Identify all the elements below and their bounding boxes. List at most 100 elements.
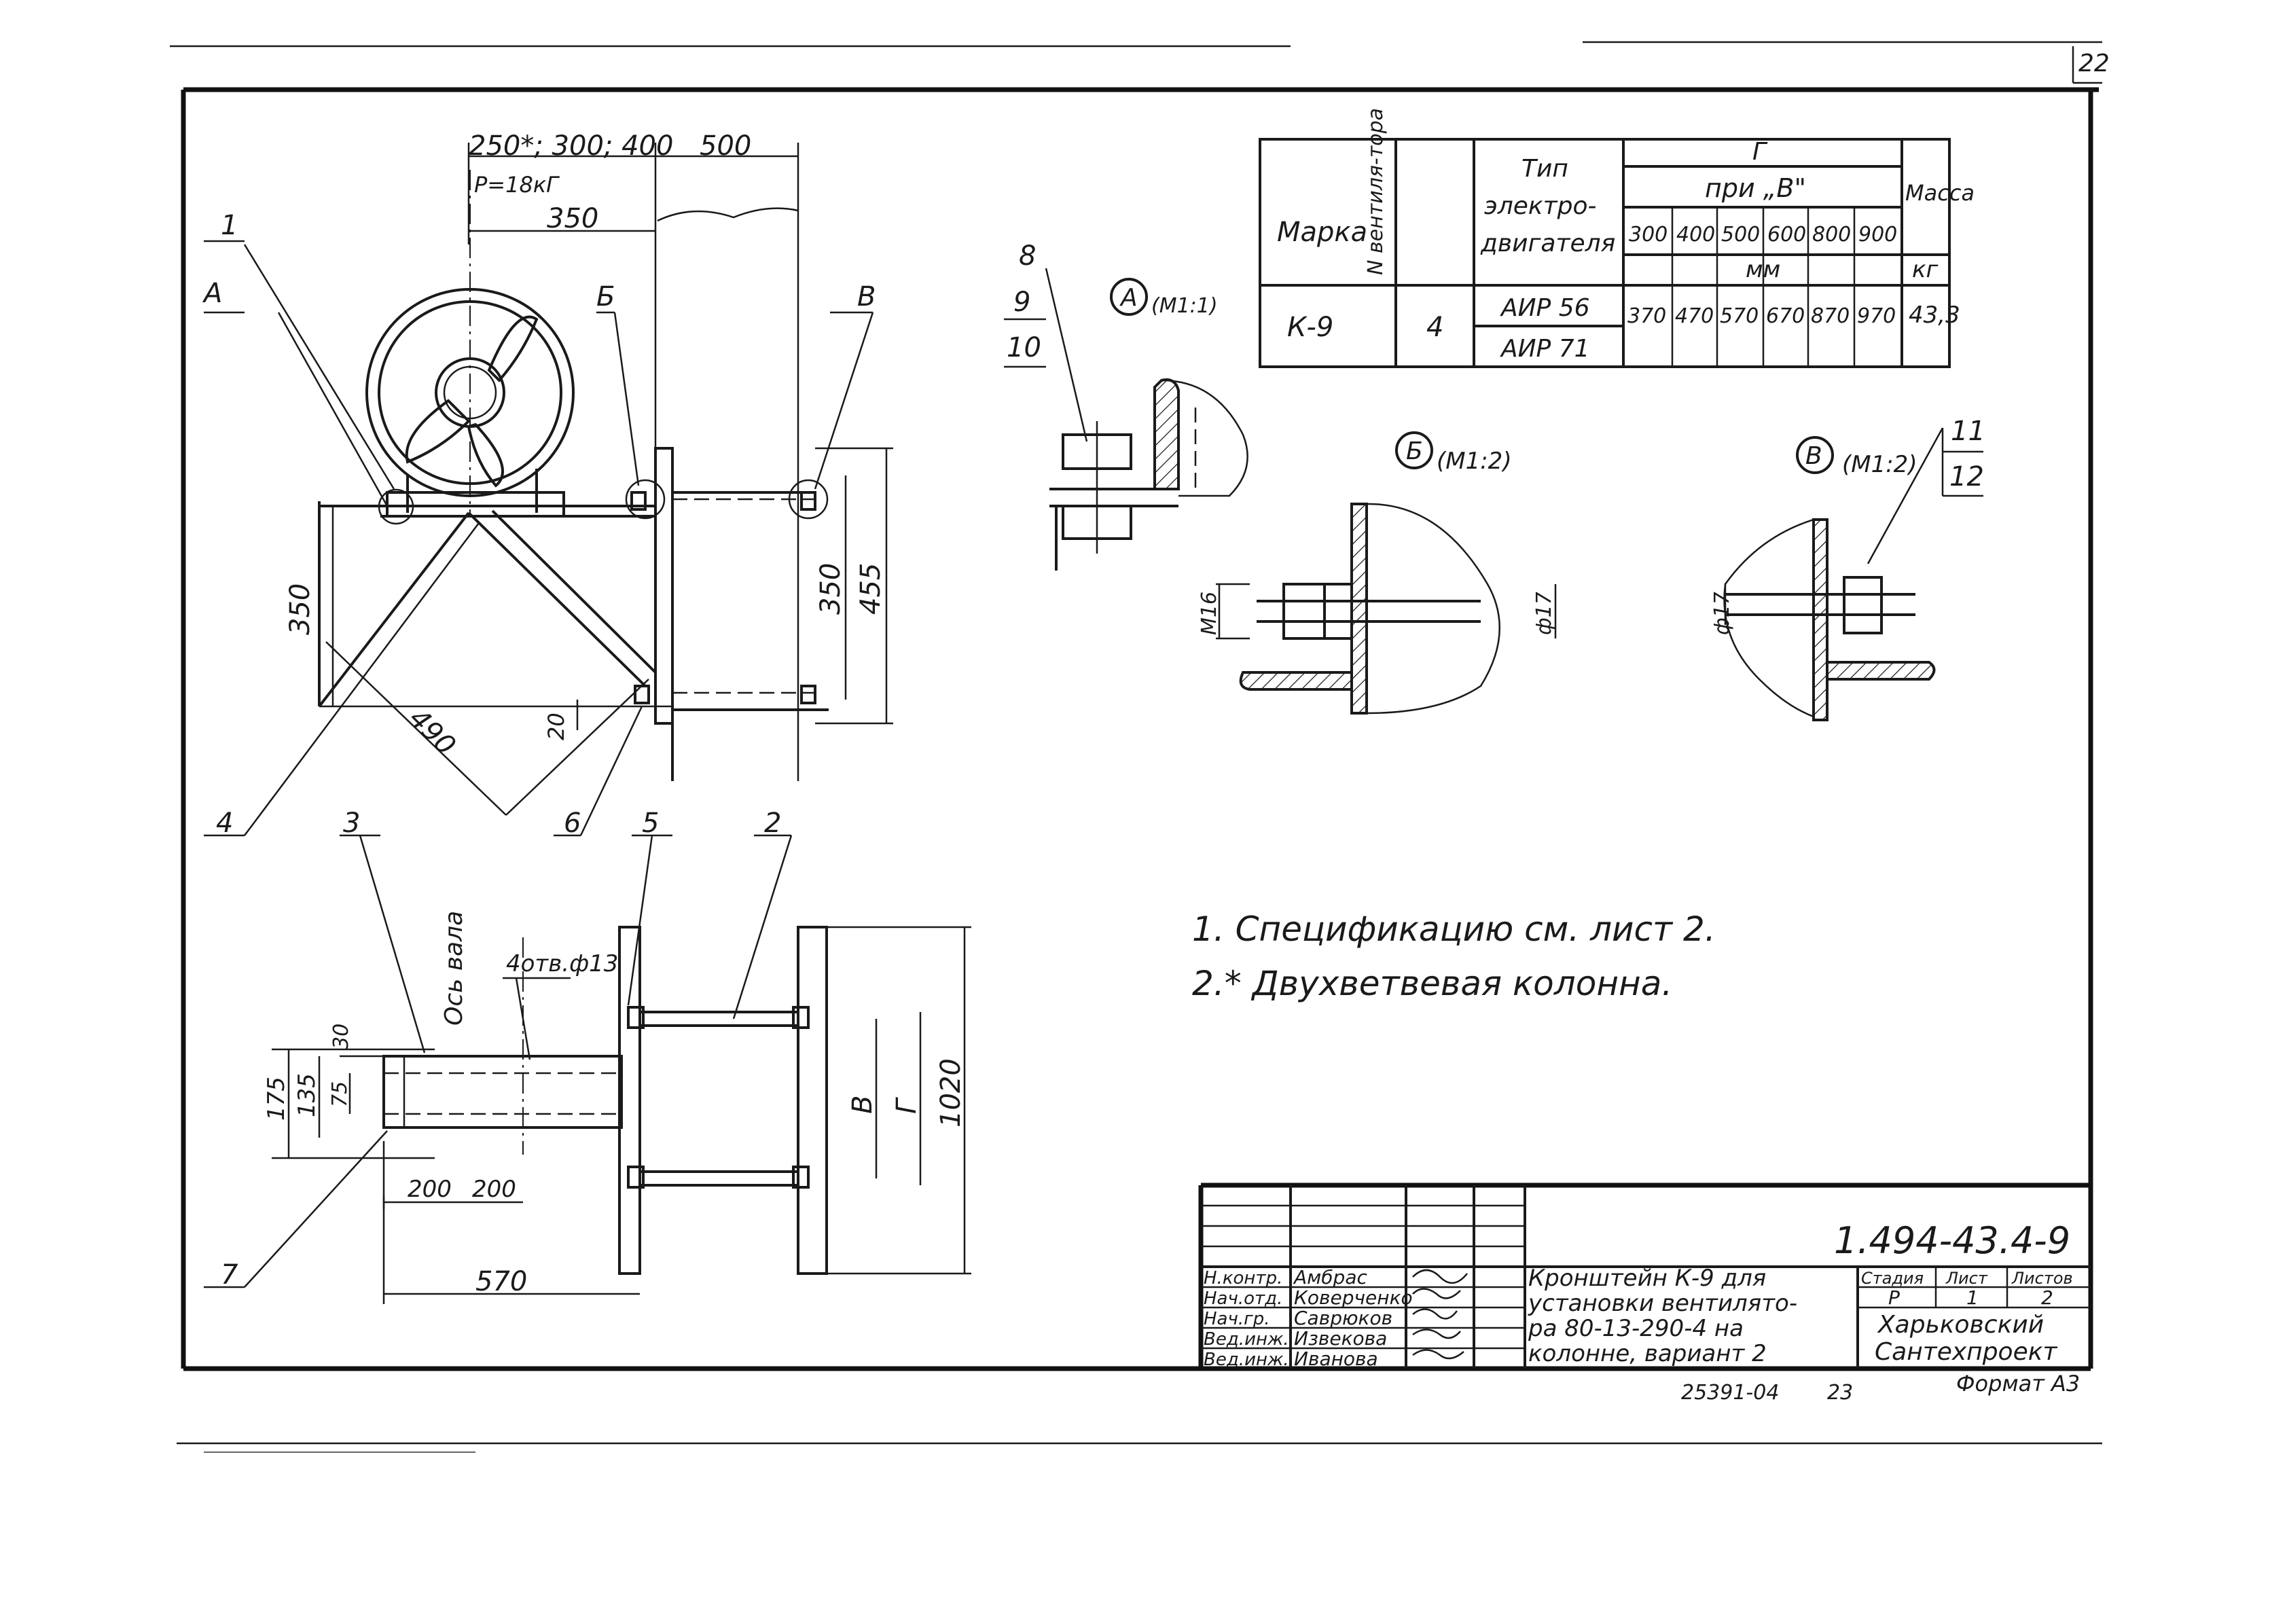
tb-title-1: Кронштейн К-9 для bbox=[1528, 1265, 1766, 1292]
dim-350-top: 350 bbox=[547, 203, 598, 234]
tb-title-3: ра 80-13-290-4 на bbox=[1528, 1315, 1744, 1342]
spec-v-600: 600 bbox=[1767, 223, 1806, 247]
spec-col-mass: Масса bbox=[1905, 180, 1975, 206]
spec-v-900: 900 bbox=[1858, 223, 1897, 247]
dim-200-b: 200 bbox=[472, 1176, 516, 1203]
format-label: Формат А3 bbox=[1956, 1371, 2080, 1396]
callout-7: 7 bbox=[221, 1259, 238, 1291]
spec-g-470: 470 bbox=[1675, 304, 1714, 328]
spec-col-motor-3: двигателя bbox=[1480, 230, 1615, 257]
spec-col-g: Г bbox=[1752, 138, 1768, 166]
view-v-letter: В bbox=[1805, 442, 1822, 470]
footer-page: 23 bbox=[1827, 1381, 1853, 1405]
callout-1: 1 bbox=[221, 210, 238, 241]
front-view bbox=[204, 143, 893, 837]
spec-col-mark: Марка bbox=[1277, 217, 1367, 248]
spec-g-870: 870 bbox=[1811, 304, 1850, 328]
tb-stage-label: Стадия bbox=[1861, 1269, 1924, 1288]
callout-10: 10 bbox=[1007, 332, 1041, 363]
footer-number: 25391-04 bbox=[1681, 1381, 1779, 1405]
load-label: Р=18кГ bbox=[474, 172, 560, 198]
callout-11: 11 bbox=[1951, 416, 1985, 447]
spec-table bbox=[1259, 138, 1951, 368]
tb-org-1: Харьковский bbox=[1877, 1311, 2044, 1339]
callout-letter-a: А bbox=[202, 278, 222, 309]
dim-75: 75 bbox=[328, 1081, 352, 1107]
callout-4: 4 bbox=[216, 808, 233, 839]
spec-col-fan: N вентиля-тора bbox=[1364, 108, 1388, 275]
dim-g: Г bbox=[891, 1097, 922, 1114]
view-v-scale: (М1:2) bbox=[1842, 451, 1917, 478]
page-number: 22 bbox=[2078, 50, 2110, 77]
tb-sheets: 2 bbox=[2041, 1286, 2053, 1309]
dim-30: 30 bbox=[329, 1024, 353, 1049]
tb-name-5: Иванова bbox=[1294, 1348, 1378, 1370]
callout-letter-b: Б bbox=[596, 281, 615, 312]
tb-role-1: Н.контр. bbox=[1204, 1268, 1282, 1288]
view-a-scale: (М1:1) bbox=[1151, 294, 1218, 318]
detail-a bbox=[1045, 268, 1248, 571]
spec-v-300: 300 bbox=[1629, 223, 1668, 247]
dim-455: 455 bbox=[855, 563, 886, 615]
spec-row-motor-1: АИР 56 bbox=[1500, 294, 1590, 322]
detail-b bbox=[1216, 431, 1557, 715]
callout-6: 6 bbox=[564, 808, 581, 839]
title-main: 1.494-43.4-9 bbox=[1834, 1219, 2070, 1262]
spec-g-570: 570 bbox=[1720, 304, 1759, 328]
dim-175: 175 bbox=[263, 1077, 290, 1121]
dim-d17-b: ф17 bbox=[1532, 592, 1556, 635]
callout-9: 9 bbox=[1013, 287, 1030, 318]
tb-name-2: Коверченко bbox=[1294, 1286, 1413, 1309]
spec-v-400: 400 bbox=[1676, 223, 1715, 247]
dim-1020: 1020 bbox=[935, 1058, 967, 1127]
dim-top-span: 250*; 300; 400 bbox=[469, 130, 673, 162]
callout-letter-v: В bbox=[857, 281, 876, 312]
dim-200-a: 200 bbox=[408, 1176, 452, 1203]
view-a-letter: А bbox=[1119, 284, 1138, 312]
tb-org-2: Сантехпроект bbox=[1875, 1338, 2057, 1366]
dim-135: 135 bbox=[293, 1073, 321, 1117]
tb-role-5: Вед.инж. bbox=[1204, 1350, 1289, 1370]
callout-12: 12 bbox=[1949, 461, 1984, 492]
spec-v-500: 500 bbox=[1721, 223, 1760, 247]
note-2: 2.* Двухветвевая колонна. bbox=[1192, 964, 1672, 1003]
dim-350-left: 350 bbox=[285, 583, 316, 635]
tb-sheet: 1 bbox=[1966, 1286, 1979, 1309]
spec-unit-mm: мм bbox=[1746, 256, 1780, 283]
spec-unit-kg: кг bbox=[1912, 256, 1939, 283]
detail-v bbox=[1723, 427, 1944, 721]
dim-350-right: 350 bbox=[815, 563, 846, 615]
view-b-letter: Б bbox=[1406, 437, 1423, 465]
note-1: 1. Спецификацию см. лист 2. bbox=[1192, 909, 1716, 949]
tb-role-4: Вед.инж. bbox=[1204, 1329, 1289, 1350]
callout-3: 3 bbox=[343, 808, 360, 839]
spec-g-370: 370 bbox=[1627, 304, 1666, 328]
spec-row-mark: К-9 bbox=[1287, 312, 1333, 343]
tb-role-3: Нач.гр. bbox=[1204, 1309, 1270, 1329]
shaft-axis-label: Ось вала bbox=[440, 911, 468, 1026]
callout-8: 8 bbox=[1019, 240, 1036, 272]
tb-sheet-label: Лист bbox=[1945, 1269, 1988, 1288]
spec-row-fan: 4 bbox=[1426, 312, 1443, 343]
spec-g-670: 670 bbox=[1766, 304, 1805, 328]
spec-col-motor-1: Тип bbox=[1521, 155, 1568, 183]
spec-col-motor-2: электро- bbox=[1484, 192, 1597, 220]
tb-name-3: Саврюков bbox=[1294, 1307, 1392, 1329]
spec-row-motor-2: АИР 71 bbox=[1500, 335, 1590, 363]
tb-title-4: колонне, вариант 2 bbox=[1528, 1340, 1767, 1367]
tb-role-2: Нач.отд. bbox=[1204, 1288, 1282, 1309]
dim-20: 20 bbox=[543, 712, 569, 740]
spec-row-mass: 43,3 bbox=[1909, 302, 1960, 329]
callout-2: 2 bbox=[764, 808, 781, 839]
spec-col-at-v: при „В" bbox=[1705, 173, 1806, 203]
callout-5: 5 bbox=[642, 808, 659, 839]
spec-g-970: 970 bbox=[1857, 304, 1896, 328]
tb-name-4: Извекова bbox=[1294, 1327, 1387, 1350]
dim-570: 570 bbox=[475, 1266, 527, 1297]
dim-490: 490 bbox=[403, 703, 462, 762]
plan-view bbox=[204, 834, 971, 1304]
tb-sheets-label: Листов bbox=[2011, 1269, 2073, 1288]
title-block bbox=[1198, 1183, 2091, 1369]
